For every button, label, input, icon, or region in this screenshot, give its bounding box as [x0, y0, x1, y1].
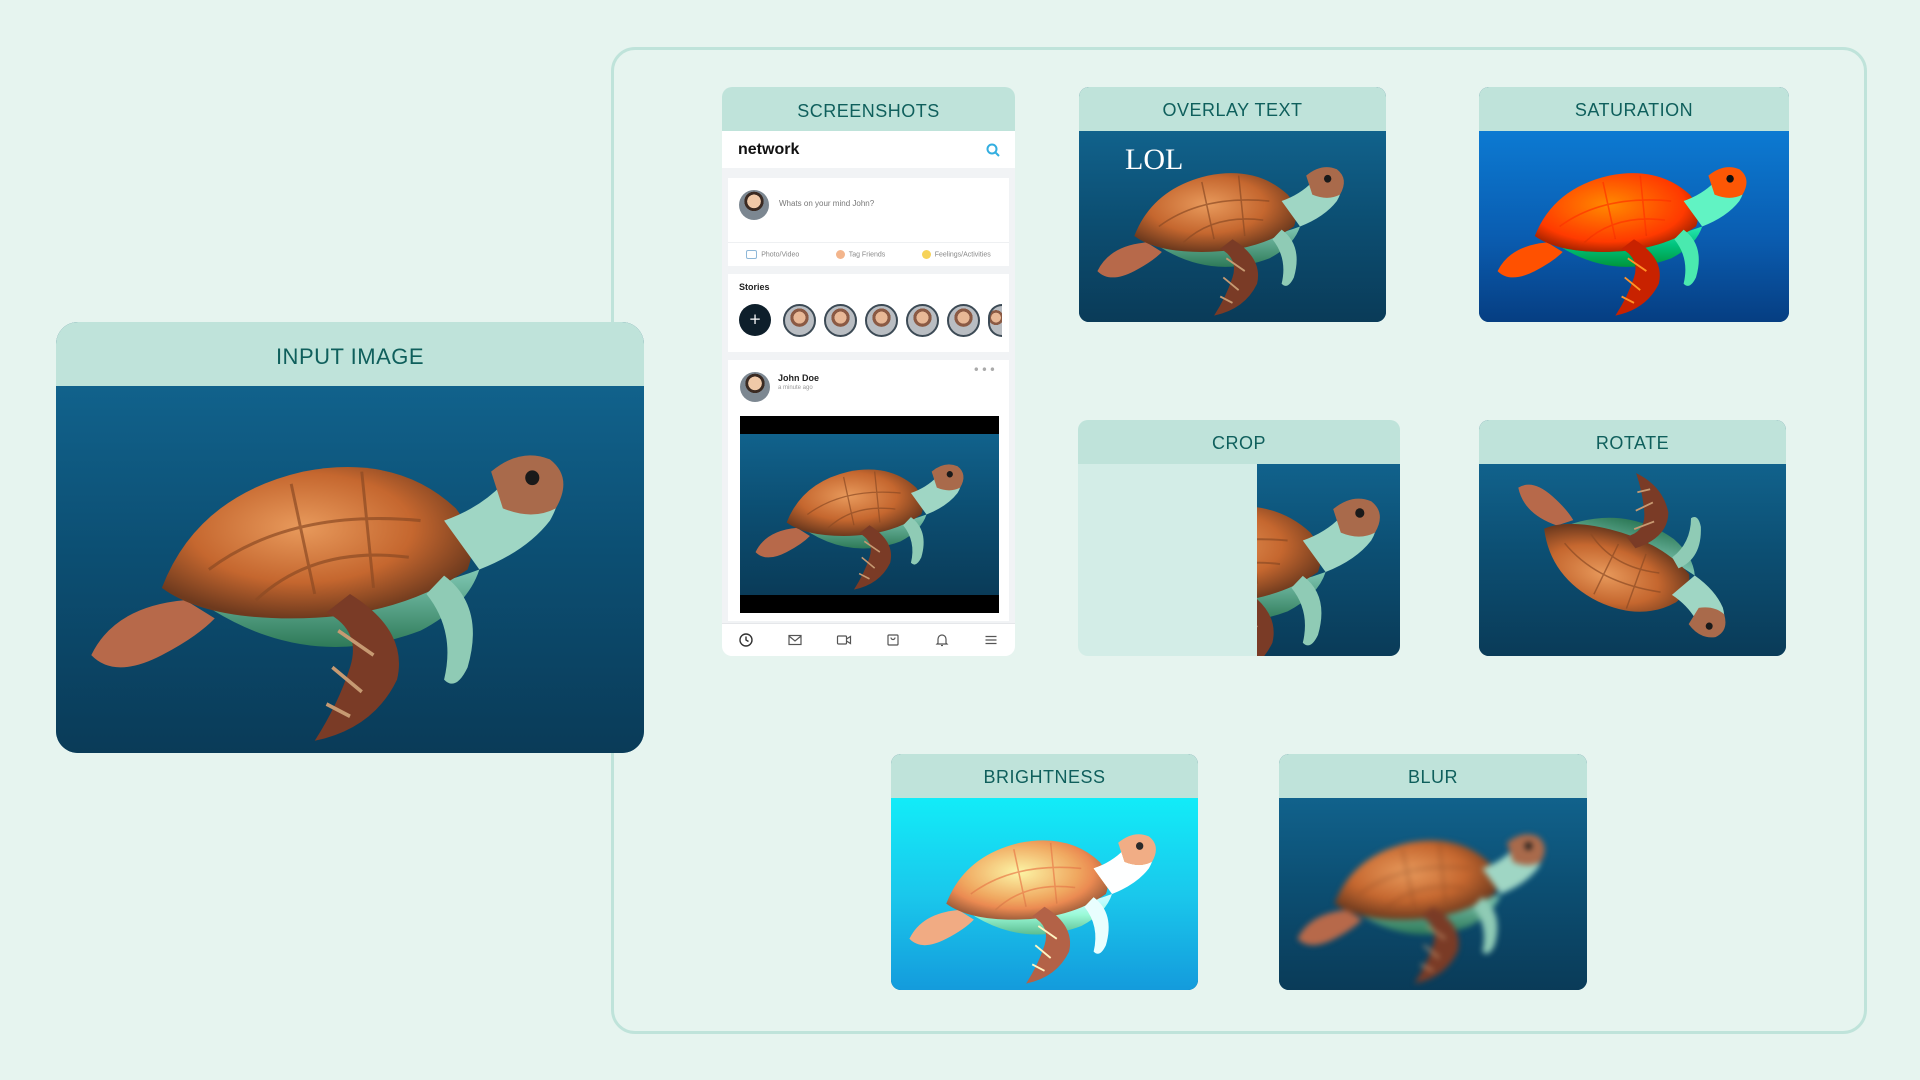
- post-author: John Doe: [778, 373, 820, 383]
- input-image-title: INPUT IMAGE: [56, 322, 644, 386]
- overlay-text-title: OVERLAY TEXT: [1079, 87, 1386, 131]
- story-avatar[interactable]: [824, 304, 857, 337]
- turtle-image: [56, 386, 644, 753]
- smiley-icon: [921, 250, 931, 259]
- turtle-image: [907, 832, 1158, 986]
- saturation-title: SATURATION: [1479, 87, 1789, 131]
- search-icon[interactable]: [985, 142, 1001, 158]
- add-story-button[interactable]: +: [739, 304, 771, 336]
- overlay-text-image: LOL: [1079, 131, 1386, 322]
- saturation-image: [1479, 131, 1789, 322]
- turtle-image: [1492, 464, 1758, 643]
- tag-friends-button[interactable]: Tag Friends: [835, 250, 886, 259]
- tag-friends-label: Tag Friends: [848, 251, 886, 259]
- bottom-nav: [722, 623, 1015, 656]
- clock-icon[interactable]: [738, 632, 754, 648]
- stories-section: Stories +: [728, 274, 1009, 352]
- turtle-image: [754, 463, 965, 591]
- app-header: network: [722, 131, 1015, 168]
- turtle-image: [1257, 496, 1382, 656]
- shopping-bag-icon[interactable]: [885, 632, 901, 648]
- post-avatar: [740, 372, 770, 402]
- screenshots-card: SCREENSHOTS network Whats on your mind J…: [722, 87, 1015, 656]
- brightness-card: BRIGHTNESS: [891, 754, 1198, 990]
- compose-box: Whats on your mind John? Photo/Video Tag…: [728, 178, 1009, 266]
- crop-title: CROP: [1078, 420, 1400, 464]
- crop-card: CROP: [1078, 420, 1400, 656]
- compose-input[interactable]: Whats on your mind John?: [779, 199, 875, 208]
- blur-card: BLUR: [1279, 754, 1587, 990]
- photo-video-label: Photo/Video: [761, 251, 800, 259]
- brightness-title: BRIGHTNESS: [891, 754, 1198, 798]
- story-avatar[interactable]: [947, 304, 980, 337]
- crop-image: [1078, 464, 1400, 656]
- saturation-card: SATURATION: [1479, 87, 1789, 322]
- rotate-card: ROTATE: [1479, 420, 1786, 656]
- video-icon[interactable]: [836, 632, 852, 648]
- post-image[interactable]: [740, 416, 999, 613]
- photo-video-button[interactable]: Photo/Video: [746, 250, 799, 259]
- feed-post: John Doe a minute ago •••: [728, 360, 1009, 621]
- story-avatar[interactable]: [988, 304, 1002, 337]
- app-title: network: [738, 140, 800, 158]
- turtle-image: [1496, 165, 1749, 318]
- avatar: [739, 190, 769, 220]
- tag-icon: [835, 250, 845, 259]
- story-avatar[interactable]: [906, 304, 939, 337]
- rotate-title: ROTATE: [1479, 420, 1786, 464]
- bell-icon[interactable]: [934, 632, 950, 648]
- feelings-label: Feelings/Activities: [934, 251, 991, 259]
- blur-image: [1279, 798, 1587, 990]
- story-avatar[interactable]: [865, 304, 898, 337]
- more-options-icon[interactable]: •••: [972, 363, 997, 377]
- feelings-button[interactable]: Feelings/Activities: [921, 250, 991, 259]
- input-image-card: INPUT IMAGE: [56, 322, 644, 753]
- stories-row: +: [739, 304, 1002, 337]
- overlay-caption: LOL: [1125, 143, 1184, 176]
- blur-title: BLUR: [1279, 754, 1587, 798]
- brightness-image: [891, 798, 1198, 990]
- compose-actions: Photo/Video Tag Friends Feelings/Activit…: [728, 242, 1009, 266]
- screenshots-title: SCREENSHOTS: [722, 87, 1015, 131]
- rotate-image: [1479, 464, 1786, 656]
- mail-icon[interactable]: [787, 632, 803, 648]
- turtle-image: [1295, 832, 1547, 986]
- overlay-text-card: OVERLAY TEXT LOL: [1079, 87, 1386, 322]
- stories-label: Stories: [739, 282, 770, 292]
- input-image: [56, 386, 644, 753]
- photo-icon: [746, 250, 758, 259]
- story-avatar[interactable]: [783, 304, 816, 337]
- post-time: a minute ago: [778, 385, 813, 391]
- menu-icon[interactable]: [983, 632, 999, 648]
